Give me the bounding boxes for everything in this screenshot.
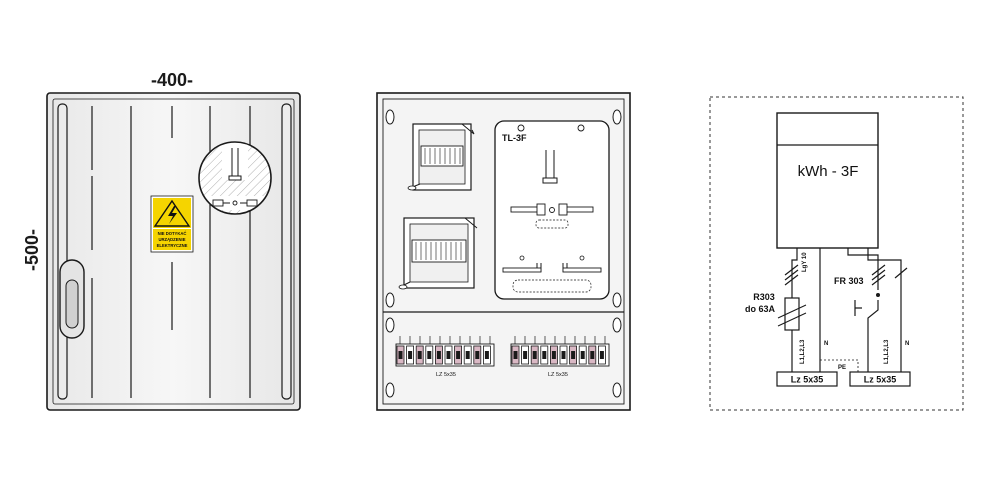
terminal-screw: [417, 351, 422, 359]
switch-icon: [876, 293, 880, 297]
fuse-icon: [777, 297, 807, 331]
width-dimension-label: -400-: [151, 70, 193, 90]
warning-sign: NIE DOTYKAĆ URZĄDZENIE ELEKTRYCZNE: [150, 195, 194, 253]
terminal-screw: [484, 351, 489, 359]
terminal-screw: [436, 351, 441, 359]
terminal-screw: [465, 351, 470, 359]
terminal-right-label: LZ 5x35: [548, 372, 568, 378]
height-dimension-label: -500-: [22, 229, 42, 271]
terminal-screw: [542, 351, 547, 359]
terminal-block-left: [396, 345, 491, 365]
pe-connection: PE: [819, 356, 859, 372]
energy-meter: kWh - 3F: [776, 112, 879, 249]
meter-mounting-plate: TL-3F: [494, 120, 610, 300]
terminal-screw: [599, 351, 604, 359]
left-neutral-label: N: [824, 341, 828, 347]
terminal-screw: [532, 351, 537, 359]
warning-text-line2: URZĄDZENIE: [159, 237, 186, 242]
schematic-terminal-left-label: Lz 5x35: [791, 375, 824, 385]
right-phase-label: L1,L2,L3: [884, 339, 890, 364]
terminal-screw: [398, 351, 403, 359]
terminal-screw: [523, 351, 528, 359]
terminal-screw: [551, 351, 556, 359]
fuse-label-line2: do 63A: [745, 304, 776, 314]
warning-text-line3: ELEKTRYCZNE: [157, 243, 188, 248]
terminal-screw: [456, 351, 461, 359]
meter-plate-label: TL-3F: [502, 133, 527, 143]
terminal-screw: [408, 351, 413, 359]
terminal-screw: [590, 351, 595, 359]
cable-label: LgY 10: [802, 252, 808, 272]
wires: [784, 248, 908, 372]
terminal-screw: [561, 351, 566, 359]
terminal-left-label: LZ 5x35: [436, 372, 456, 378]
warning-text-line1: NIE DOTYKAĆ: [158, 231, 187, 236]
terminal-screw: [446, 351, 451, 359]
wiring-schematic: kWh - 3F PE L: [709, 96, 964, 411]
screw-icons: [385, 109, 622, 398]
terminal-screw: [571, 351, 576, 359]
meter-label: kWh - 3F: [798, 163, 859, 180]
breaker-box-lower: [398, 217, 478, 290]
cabinet-front: NIE DOTYKAĆ URZĄDZENIE ELEKTRYCZNE: [46, 92, 301, 411]
switch-label: FR 303: [834, 276, 864, 286]
right-neutral-label: N: [905, 341, 909, 347]
door-handle[interactable]: [59, 259, 85, 339]
terminal-screw: [427, 351, 432, 359]
schematic-terminal-right-label: Lz 5x35: [864, 375, 897, 385]
interior-view: TL-3F: [376, 92, 631, 411]
front-view: -400- -500-: [22, 70, 301, 411]
terminal-rails: LZ 5x35 LZ 5x35: [395, 336, 610, 378]
breaker-box-upper: [407, 123, 475, 191]
left-phase-label: L1,L2,L3: [800, 339, 806, 364]
fuse-label-line1: R303: [753, 292, 775, 302]
terminal-block-right: [511, 345, 606, 365]
terminal-screw: [580, 351, 585, 359]
terminal-screw: [513, 351, 518, 359]
pe-label: PE: [838, 365, 846, 371]
schematic-terminal-left: Lz 5x35: [776, 371, 838, 387]
schematic-terminal-right: Lz 5x35: [849, 371, 911, 387]
schematic-frame: [709, 96, 964, 411]
detail-magnifier: [198, 141, 272, 215]
terminal-screw: [475, 351, 480, 359]
